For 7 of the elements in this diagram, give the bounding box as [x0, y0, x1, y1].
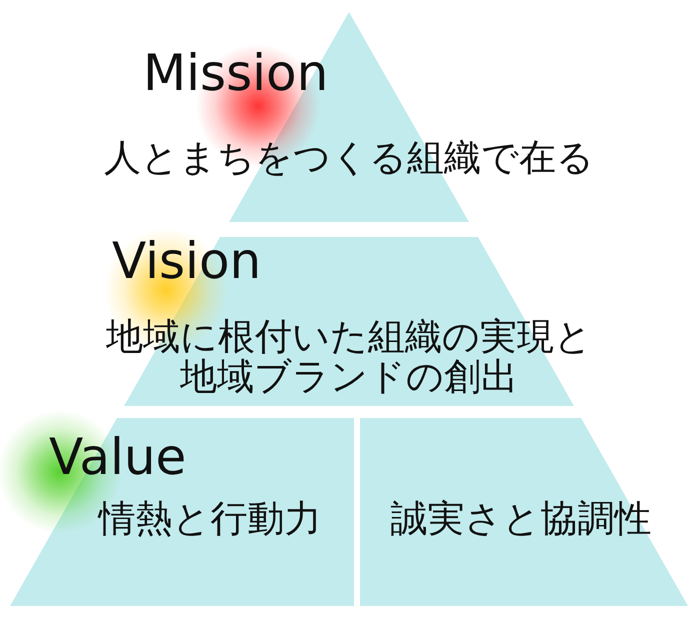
tier-heading: Value: [49, 432, 186, 482]
tier-text: 人とまちをつくる組織で在る: [103, 136, 595, 180]
tier-heading: Mission: [143, 48, 328, 98]
tier-text: 誠実さと協調性: [390, 497, 652, 541]
tier-text: 地域に根付いた組織の実現と地域ブランドの創出: [106, 317, 592, 397]
tier-heading: Vision: [112, 236, 262, 286]
tier-text: 情熱と行動力: [96, 497, 322, 541]
